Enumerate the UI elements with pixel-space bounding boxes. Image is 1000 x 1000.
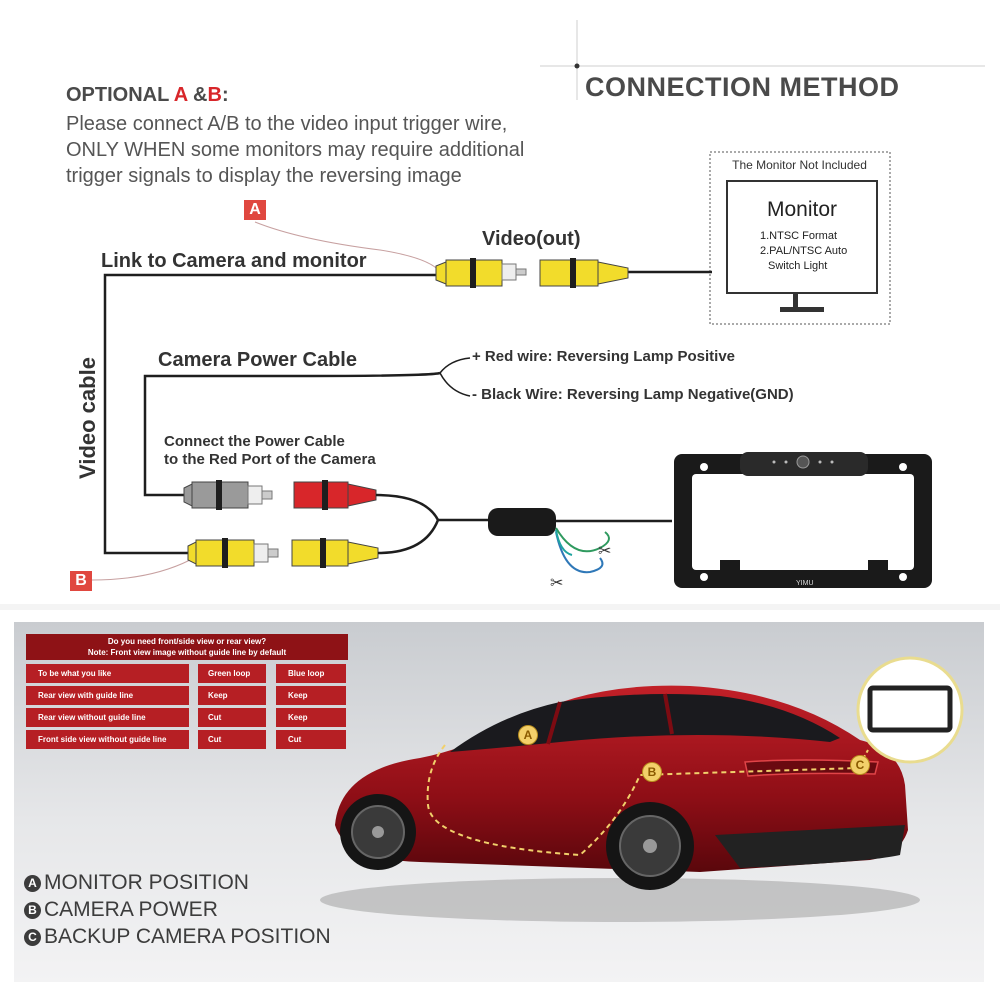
table-cell: Keep xyxy=(198,686,266,705)
table-cell: Cut xyxy=(198,708,266,727)
grey-power-connector xyxy=(183,480,273,510)
connect-instruction: Connect the Power Cable xyxy=(164,433,345,450)
blue-loop-wire xyxy=(555,531,604,574)
table-cell: Keep xyxy=(276,686,346,705)
red-wire-split xyxy=(439,357,471,374)
legend-letter-icon: C xyxy=(24,929,41,946)
table-cell: Cut xyxy=(198,730,266,749)
optional-amp: & xyxy=(187,84,208,106)
red-wire-label: + Red wire: Reversing Lamp Positive xyxy=(472,348,736,365)
table-cell: To be what you like xyxy=(26,664,189,683)
door-pillar-rear xyxy=(663,693,674,735)
connect-instruction: to the Red Port of the Camera xyxy=(164,451,376,468)
tail-light xyxy=(744,759,879,777)
car-marker-c: C xyxy=(850,755,870,775)
camera-video-male-connector xyxy=(187,538,279,568)
section-divider xyxy=(0,604,1000,610)
table-header-line: Do you need front/side view or rear view… xyxy=(107,637,267,646)
optional-prefix: OPTIONAL xyxy=(66,84,174,106)
car-shadow xyxy=(320,878,920,922)
table-header-line: Note: Front view image without guide lin… xyxy=(87,648,287,657)
video-merge-wire xyxy=(377,519,440,555)
plate-zoom-circle xyxy=(856,656,964,764)
green-loop-wire xyxy=(555,527,610,553)
power-cable-line xyxy=(143,371,441,497)
monitor-note: The Monitor Not Included xyxy=(732,158,867,172)
black-wire-label: - Black Wire: Reversing Lamp Negative(GN… xyxy=(472,386,794,403)
legend-text: CAMERA POWER xyxy=(44,898,218,921)
car-marker-a: A xyxy=(518,725,538,745)
camera-video-female-connector xyxy=(291,538,379,568)
page-title: CONNECTION METHOD xyxy=(585,72,900,102)
plate-brand: YIMU xyxy=(796,580,814,587)
legend-text: MONITOR POSITION xyxy=(44,871,249,894)
badge-b-wire xyxy=(91,559,191,581)
power-merge-wire xyxy=(375,493,440,521)
monitor-spec: 2.PAL/NTSC Auto xyxy=(760,245,848,257)
monitor-spec: Switch Light xyxy=(768,260,828,272)
table-cell: Keep xyxy=(276,708,346,727)
badge-a-wire xyxy=(254,221,441,273)
scissors-icon-2: ✂ xyxy=(550,575,563,592)
monitor-title: Monitor xyxy=(766,198,838,221)
monitor-dashed-frame xyxy=(709,151,891,325)
video-out-female-connector xyxy=(539,258,629,288)
monitor-spec: 1.NTSC Format xyxy=(760,230,838,242)
optional-heading: OPTIONAL A &B: xyxy=(66,84,229,107)
legend-letter-icon: B xyxy=(24,902,41,919)
table-cell: Rear view without guide line xyxy=(26,708,189,727)
scissors-icon: ✂ xyxy=(598,543,611,560)
optional-b: B xyxy=(207,84,222,106)
monitor-stand-base xyxy=(780,307,824,312)
monitor-stand-neck xyxy=(793,293,798,307)
power-cable-label: Camera Power Cable xyxy=(158,349,357,371)
table-cell: Green loop xyxy=(198,664,266,683)
teal-loop-wire xyxy=(555,529,573,556)
wiring-diagram: ✂ ✂ YIMU xyxy=(0,20,1000,610)
plate-zoom-frame xyxy=(867,685,953,733)
black-wire-split xyxy=(439,372,471,397)
table-cell: Front side view without guide line xyxy=(26,730,189,749)
badge-a: A xyxy=(244,200,266,220)
video-out-male-connector xyxy=(435,258,527,288)
legend-text: BACKUP CAMERA POSITION xyxy=(44,925,331,948)
car-marker-b: B xyxy=(642,762,662,782)
link-label: Link to Camera and monitor xyxy=(101,250,367,272)
door-pillar xyxy=(546,701,562,745)
legend-letter-icon: A xyxy=(24,875,41,892)
optional-line: ONLY WHEN some monitors may require addi… xyxy=(66,139,525,161)
junction-box xyxy=(488,508,556,536)
table-cell: Cut xyxy=(276,730,346,749)
video-out-label: Video(out) xyxy=(482,228,581,250)
table-header: Do you need front/side view or rear view… xyxy=(26,634,348,660)
optional-suffix: : xyxy=(221,84,229,106)
optional-line: trigger signals to display the reversing… xyxy=(66,165,462,187)
table-cell: Rear view with guide line xyxy=(26,686,189,705)
monitor-screen: Monitor 1.NTSC Format 2.PAL/NTSC Auto Sw… xyxy=(726,180,878,294)
video-cable-line xyxy=(103,273,440,555)
table-cell: Blue loop xyxy=(276,664,346,683)
optional-a: A xyxy=(173,84,188,106)
video-cable-label: Video cable xyxy=(75,357,100,479)
wiring-route xyxy=(426,744,859,857)
rear-diffuser xyxy=(715,825,905,868)
car-windows xyxy=(450,694,840,752)
red-power-port xyxy=(293,480,377,510)
optional-line: Please connect A/B to the video input tr… xyxy=(66,113,508,135)
badge-b: B xyxy=(70,571,92,591)
license-plate-frame xyxy=(674,452,932,588)
header-dot xyxy=(574,63,580,69)
